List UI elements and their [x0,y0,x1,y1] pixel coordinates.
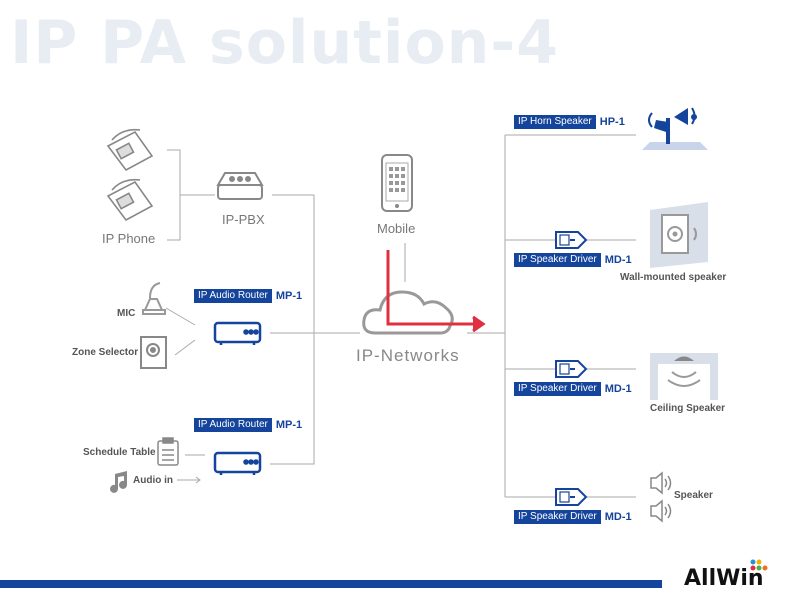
horn-speaker-name: IP Horn Speaker [514,115,596,129]
cloud-icon [362,290,454,335]
speaker-icon [650,471,672,495]
phone-bracket-line [167,149,181,241]
pbx-icon [216,172,264,200]
driver3-model: MD-1 [604,511,632,523]
zone-selector-icon [140,336,167,369]
ceiling-speaker-label: Ceiling Speaker [650,403,726,414]
driver1-name: IP Speaker Driver [514,253,601,267]
horn-speaker-icon [642,107,708,150]
ceiling-speaker-icon [650,353,718,400]
mobile-icon [381,154,413,212]
brand-logo: AllWin [684,566,764,591]
driver3-name: IP Speaker Driver [514,510,601,524]
speaker-driver-icon [555,488,588,506]
ip-phone-label: IP Phone [102,231,156,246]
speaker-icon [650,499,672,523]
mic-to-router-line [165,307,196,326]
mic-label: MIC [117,308,136,319]
router-top-name: IP Audio Router [194,289,272,303]
phone-icon [106,178,154,222]
audio-arrow-head [195,476,201,484]
router-top-model: MP-1 [275,290,303,302]
phone-icon [106,128,154,172]
speaker-driver-icon [555,231,588,249]
zone-selector-label: Zone Selector [72,347,139,358]
wall-speaker-icon [650,202,708,268]
driver2-model: MD-1 [604,383,632,395]
driver2-name: IP Speaker Driver [514,382,601,396]
schedule-icon [157,437,179,466]
audio-in-label: Audio in [133,475,173,486]
logo-dots [750,559,768,571]
speaker-label: Speaker [674,490,713,501]
footer-bar [0,580,662,588]
horn-speaker-model: HP-1 [599,116,625,128]
schedule-table-label: Schedule Table [83,447,156,458]
mobile-label: Mobile [377,221,416,236]
zone-to-router-line [174,339,196,356]
router-icon [213,451,262,475]
driver1-model: MD-1 [604,254,632,266]
mic-icon [142,282,166,315]
speaker-driver-icon [555,360,588,378]
wall-speaker-label: Wall-mounted speaker [620,272,727,283]
page-title: IP PA solution-4 [10,8,560,78]
music-note-icon [110,471,127,493]
mobile-to-network-arrow [386,250,486,333]
network-label: IP-Networks [356,346,460,365]
router-bottom-model: MP-1 [275,419,303,431]
router-bottom-name: IP Audio Router [194,418,272,432]
left-trunk-line [270,194,315,465]
ip-pbx-label: IP-PBX [222,212,265,227]
router-icon [213,321,262,345]
